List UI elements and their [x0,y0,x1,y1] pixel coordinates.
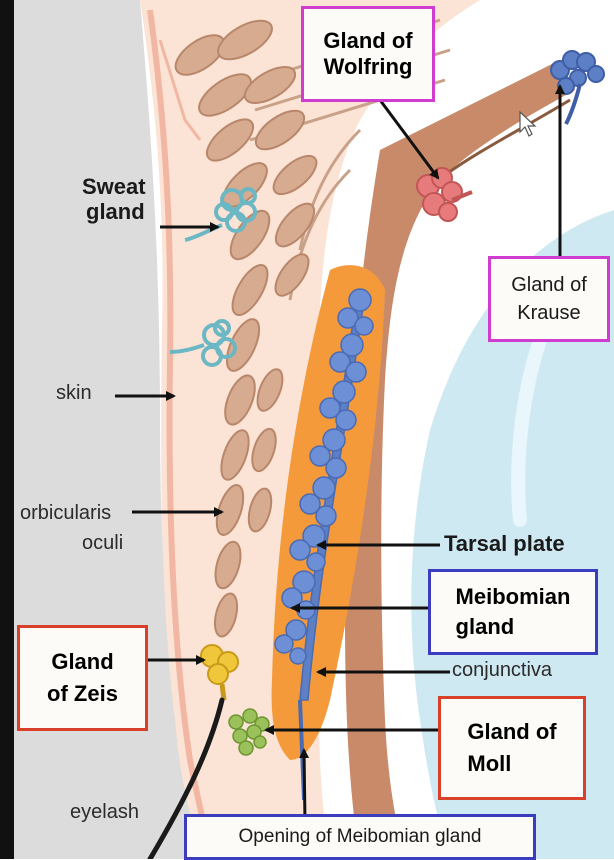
wolfring-line-2: Wolfring [323,54,412,80]
label-tarsal-plate: Tarsal plate [444,531,565,556]
moll-line-2: Moll [467,748,556,780]
label-gland-of-krause: Gland of Krause [511,271,587,327]
label-box-wolfring: Gland of Wolfring [301,6,435,102]
krause-line-2: Krause [511,299,587,327]
meibomian-line-2: gland [456,612,571,642]
label-gland-of-zeis: Gland of Zeis [47,646,118,710]
label-box-meibomian: Meibomian gland [428,569,598,655]
label-sweat-gland: Sweat gland [78,174,168,225]
meibomian-line-1: Meibomian [456,582,571,612]
sweat-line-1: Sweat [78,174,168,199]
left-frame-bar [0,0,14,859]
wolfring-line-1: Gland of [323,28,412,54]
arrow-opening-meibomian [304,750,305,822]
label-box-zeis: Gland of Zeis [17,625,148,731]
sweat-line-2: gland [78,199,168,224]
label-gland-of-moll: Gland of Moll [467,716,556,780]
moll-line-1: Gland of [467,716,556,748]
krause-line-1: Gland of [511,271,587,299]
label-opening-of-meibomian-gland: Opening of Meibomian gland [239,826,482,848]
label-gland-of-wolfring: Gland of Wolfring [323,28,412,80]
label-box-krause: Gland of Krause [488,256,610,342]
zeis-line-2: of Zeis [47,678,118,710]
label-skin: skin [56,382,92,405]
label-orbicularis-oculi: orbicularis oculi [20,498,123,558]
label-eyelash: eyelash [70,801,139,824]
label-meibomian-gland: Meibomian gland [456,582,571,641]
label-box-opening-meibomian: Opening of Meibomian gland [184,814,536,860]
zeis-line-1: Gland [47,646,118,678]
label-box-moll: Gland of Moll [438,696,586,800]
orbicularis-line-2: oculi [20,528,123,558]
orbicularis-line-1: orbicularis [20,498,123,528]
label-conjunctiva: conjunctiva [452,659,552,682]
